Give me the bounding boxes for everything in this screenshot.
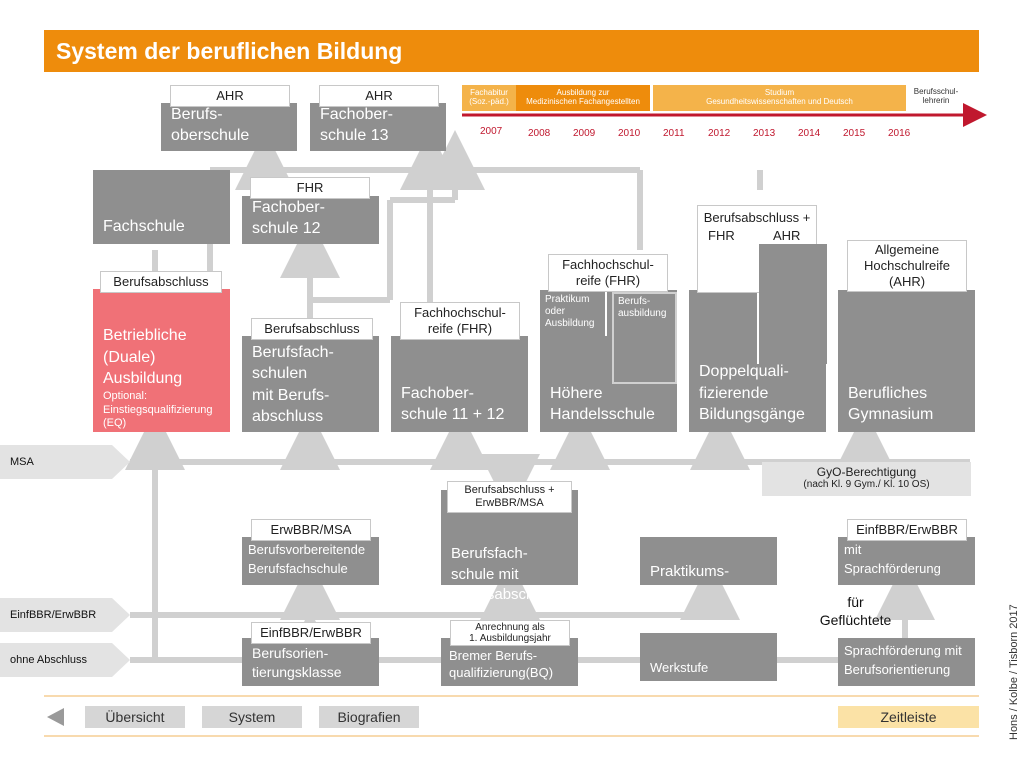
tag-berufsabschluss-erwbbr-msa: Berufsabschluss + ErwBBR/MSA [447,481,572,513]
timeline-seg-studium-label: Studium Gesundheitswissenschaften und De… [706,88,853,106]
nav-zeitleiste[interactable]: Zeitleiste [838,706,979,728]
year-2015[interactable]: 2015 [843,128,866,139]
box-berufsfachschulen[interactable]: Berufsfach- schulen mit Berufs- abschlus… [242,336,379,432]
box-fachoberschule-11-12[interactable]: Fachober- schule 11 + 12 [391,336,528,432]
box-doppel-label: Doppelquali- fizierende Bildungsgänge [699,363,805,424]
box-praktikumsklasse[interactable]: Praktikums- klasse [640,537,777,601]
gyo-title: GyO-Berechtigung [816,465,917,479]
year-2012[interactable]: 2012 [708,128,731,139]
box-duale-ausbildung[interactable]: Betriebliche (Duale) Ausbildung Optional… [93,289,230,432]
page-title: System der beruflichen Bildung [44,30,979,72]
year-2007[interactable]: 2007 [480,126,503,137]
box-bok-label: Berufsorien- tierungsklasse [252,645,342,681]
timeline-end-label: Berufsschul- lehrerin [913,87,959,105]
tag-ahr-fachoberschule-13: AHR [319,85,439,107]
side-label-einf-erwbbr: EinfBBR/ErwBBR [10,609,97,621]
tag-anrechnung: Anrechnung als 1. Ausbildungsjahr [450,620,570,646]
year-2010[interactable]: 2010 [618,128,641,139]
box-duale-optional: Optional: Einstiegsqualifizierung (EQ) [103,389,213,430]
credit-text: Hons / Kolbe / Tisborn 2017 [1008,604,1020,740]
box-berufsoberschule[interactable]: Berufs- oberschule [161,103,297,151]
box-berufsorientierungsklasse[interactable]: Berufsorien- tierungsklasse [242,638,379,686]
box-bq-label: Bremer Berufs- qualifizierung(BQ) [449,647,554,681]
year-2016[interactable]: 2016 [888,128,911,139]
side-label-msa: MSA [10,456,34,468]
year-2009[interactable]: 2009 [573,128,596,139]
tag-ahr-berufsoberschule: AHR [170,85,290,107]
timeline-seg-ausbildung-label: Ausbildung zur Medizinischen Fachangeste… [526,88,640,106]
box-handelsschule-label: Höhere Handelsschule [550,384,655,424]
tag-doppel-fhr: FHR [708,228,735,243]
box-werkstufe[interactable]: Werkstufe [640,633,777,681]
box-fos-11-12-label: Fachober- schule 11 + 12 [401,384,505,424]
box-fachoberschule-13-label: Fachober- schule 13 [320,105,393,145]
timeline-seg-studium[interactable]: Studium Gesundheitswissenschaften und De… [653,85,906,111]
side-label-ohne-abschluss: ohne Abschluss [10,654,88,666]
gyo-berechtigung: GyO-Berechtigung (nach Kl. 9 Gym./ Kl. 1… [762,462,971,496]
triangle-left-icon [47,708,64,726]
label-fuer-gefluechtete: für Geflüchtete [819,594,892,629]
timeline-seg-fachabitur[interactable]: Fachabitur (Soz.-päd.) [462,85,516,111]
year-2013[interactable]: 2013 [753,128,776,139]
tag-ahr-gymnasium: Allgemeine Hochschulreife (AHR) [847,240,967,292]
tag-einfbbr-erwbbr-lower: EinfBBR/ErwBBR [847,519,967,541]
box-handelsschule-sub2: Berufs- ausbildung [612,292,677,384]
nav-system[interactable]: System [202,706,302,728]
box-duale-label: Betriebliche (Duale) Ausbildung [103,327,187,388]
box-berufliches-gymnasium[interactable]: Berufliches Gymnasium [838,290,975,432]
box-werkstufe-label: Werkstufe [650,660,709,676]
tag-erwbbr-msa: ErwBBR/MSA [251,519,371,541]
box-berufsvorbereitende-bfs[interactable]: Berufsvorbereitende Berufsfachschule [242,537,379,585]
box-berufsoberschule-label: Berufs- oberschule [171,105,250,145]
box-bvfs-label: Berufsvorbereitende Berufsfachschule [248,542,366,577]
box-bremer-berufsqualifizierung[interactable]: Bremer Berufs- qualifizierung(BQ) [441,638,578,686]
tag-berufsabschluss-duale: Berufsabschluss [100,271,222,293]
tag-doppel-ahr: AHR [773,228,801,243]
box-fachschule[interactable]: Fachschule [93,170,230,244]
back-button[interactable] [44,706,68,728]
box-gymnasium-label: Berufliches Gymnasium [848,384,934,424]
tag-fhr-fos-11-12: Fachhochschul- reife (FHR) [400,302,520,340]
year-2008[interactable]: 2008 [528,128,551,139]
box-fachschule-label: Fachschule [103,218,185,236]
box-berufsfachschulen-label: Berufsfach- schulen mit Berufs- abschlus… [252,343,334,426]
box-handelsschule-sub1: Praktikum oder Ausbildung [541,292,607,336]
timeline-seg-fachabitur-label: Fachabitur (Soz.-päd.) [469,88,509,106]
timeline-years: 2007 2008 2009 2010 2011 2012 2013 2014 … [480,124,920,142]
box-fachoberschule-12[interactable]: Fachober- schule 12 [242,196,379,244]
tag-fhr-fachoberschule-12: FHR [250,177,370,199]
tag-fhr-handelsschule: Fachhochschul- reife (FHR) [548,254,668,292]
tag-einfbbr-erwbbr-bok: EinfBBR/ErwBBR [251,622,371,644]
box-berufsorientierung-sprachfoerderung[interactable]: Berufsorientierung mit Sprachförderung [838,523,975,585]
gyo-subtitle: (nach Kl. 9 Gym./ Kl. 10 OS) [803,479,930,490]
box-praktikum-label: Praktikums- klasse [650,563,730,601]
box-sprach-bo-label: Sprachförderung mit Berufsorientierung [844,643,962,678]
year-2014[interactable]: 2014 [798,128,821,139]
nav-biografien[interactable]: Biografien [319,706,419,728]
year-2011[interactable]: 2011 [663,128,685,139]
nav-uebersicht[interactable]: Übersicht [85,706,185,728]
box-bfs-abschluss-label: Berufsfach- schule mit Berufsabschluss [451,545,562,603]
tag-berufsabschluss-bfs: Berufsabschluss [251,318,373,340]
box-fachoberschule-13[interactable]: Fachober- schule 13 [310,103,446,151]
timeline-seg-ausbildung[interactable]: Ausbildung zur Medizinischen Fachangeste… [516,85,650,111]
box-doppel-bar-right [759,244,817,364]
box-fachoberschule-12-label: Fachober- schule 12 [252,198,325,238]
tag-doppel-title: Berufsabschluss + [703,210,811,225]
box-sprachfoerderung-bo[interactable]: Sprachförderung mit Berufsorientierung [838,638,975,686]
